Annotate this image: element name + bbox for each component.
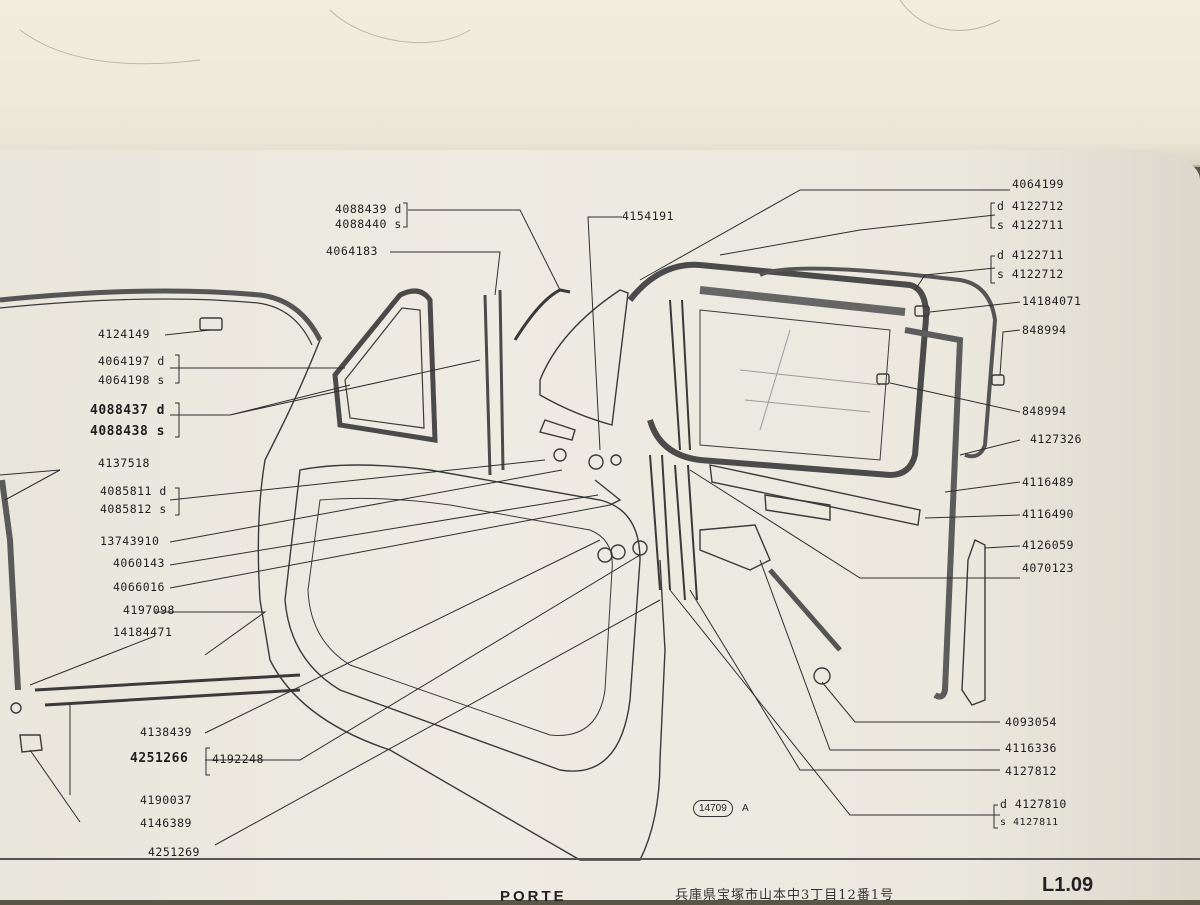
part-label-4146389: 4146389 [140, 816, 192, 830]
part-label-14184071: 14184071 [1022, 294, 1082, 308]
part-label-4127810: d 4127810 [1000, 797, 1067, 811]
part-label-4190037: 4190037 [140, 793, 192, 807]
figure-reference-suffix: A [742, 803, 749, 814]
part-label-4197098: 4197098 [123, 603, 175, 617]
part-label-848994-upper: 848994 [1022, 323, 1067, 337]
part-label-4127812: 4127812 [1005, 764, 1057, 778]
part-label-4088440: 4088440 s [335, 217, 402, 231]
part-label-4122711-d: d 4122711 [997, 248, 1064, 262]
part-label-4124149: 4124149 [98, 327, 150, 341]
part-label-4116336: 4116336 [1005, 741, 1057, 755]
part-label-4122712-d: d 4122712 [997, 199, 1064, 213]
part-label-848994-lower: 848994 [1022, 404, 1067, 418]
part-label-4122712-s: s 4122712 [997, 267, 1064, 281]
part-label-4251266: 4251266 [130, 751, 189, 766]
part-label-4122711-s: s 4122711 [997, 218, 1064, 232]
page-code: L1.09 [1042, 874, 1094, 896]
part-label-4060143: 4060143 [113, 556, 165, 570]
part-label-4127811: s 4127811 [1000, 817, 1059, 828]
section-title: PORTE [500, 888, 567, 905]
part-label-4088438: 4088438 s [90, 424, 165, 439]
lower-page [0, 150, 1200, 900]
part-label-4127326: 4127326 [1030, 432, 1082, 446]
part-label-4116490: 4116490 [1022, 507, 1074, 521]
figure-reference: 14709 [693, 800, 733, 817]
part-label-4126059: 4126059 [1022, 538, 1074, 552]
part-label-4064183: 4064183 [326, 244, 378, 258]
part-label-13743910: 13743910 [100, 534, 160, 548]
part-label-4138439: 4138439 [140, 725, 192, 739]
address-stamp: 兵庫県宝塚市山本中3丁目12番1号 [675, 888, 895, 903]
upper-page [0, 0, 1200, 167]
part-label-4064197: 4064197 d [98, 354, 165, 368]
part-label-4085811: 4085811 d [100, 484, 167, 498]
part-label-4066016: 4066016 [113, 580, 165, 594]
part-label-4070123: 4070123 [1022, 561, 1074, 575]
page-footer: PORTE 兵庫県宝塚市山本中3丁目12番1号 L1.09 [0, 858, 1200, 905]
part-label-4088439: 4088439 d [335, 202, 402, 216]
part-label-4088437: 4088437 d [90, 403, 165, 418]
part-label-4116489: 4116489 [1022, 475, 1074, 489]
part-label-4251269: 4251269 [148, 845, 200, 859]
part-label-4192248: 4192248 [212, 752, 264, 766]
part-label-4093054: 4093054 [1005, 715, 1057, 729]
part-label-4137518: 4137518 [98, 456, 150, 470]
part-label-4064199: 4064199 [1012, 177, 1064, 191]
part-label-4064198: 4064198 s [98, 373, 165, 387]
part-label-4085812: 4085812 s [100, 502, 167, 516]
part-label-4154191: 4154191 [622, 209, 674, 223]
part-label-14184471: 14184471 [113, 625, 173, 639]
